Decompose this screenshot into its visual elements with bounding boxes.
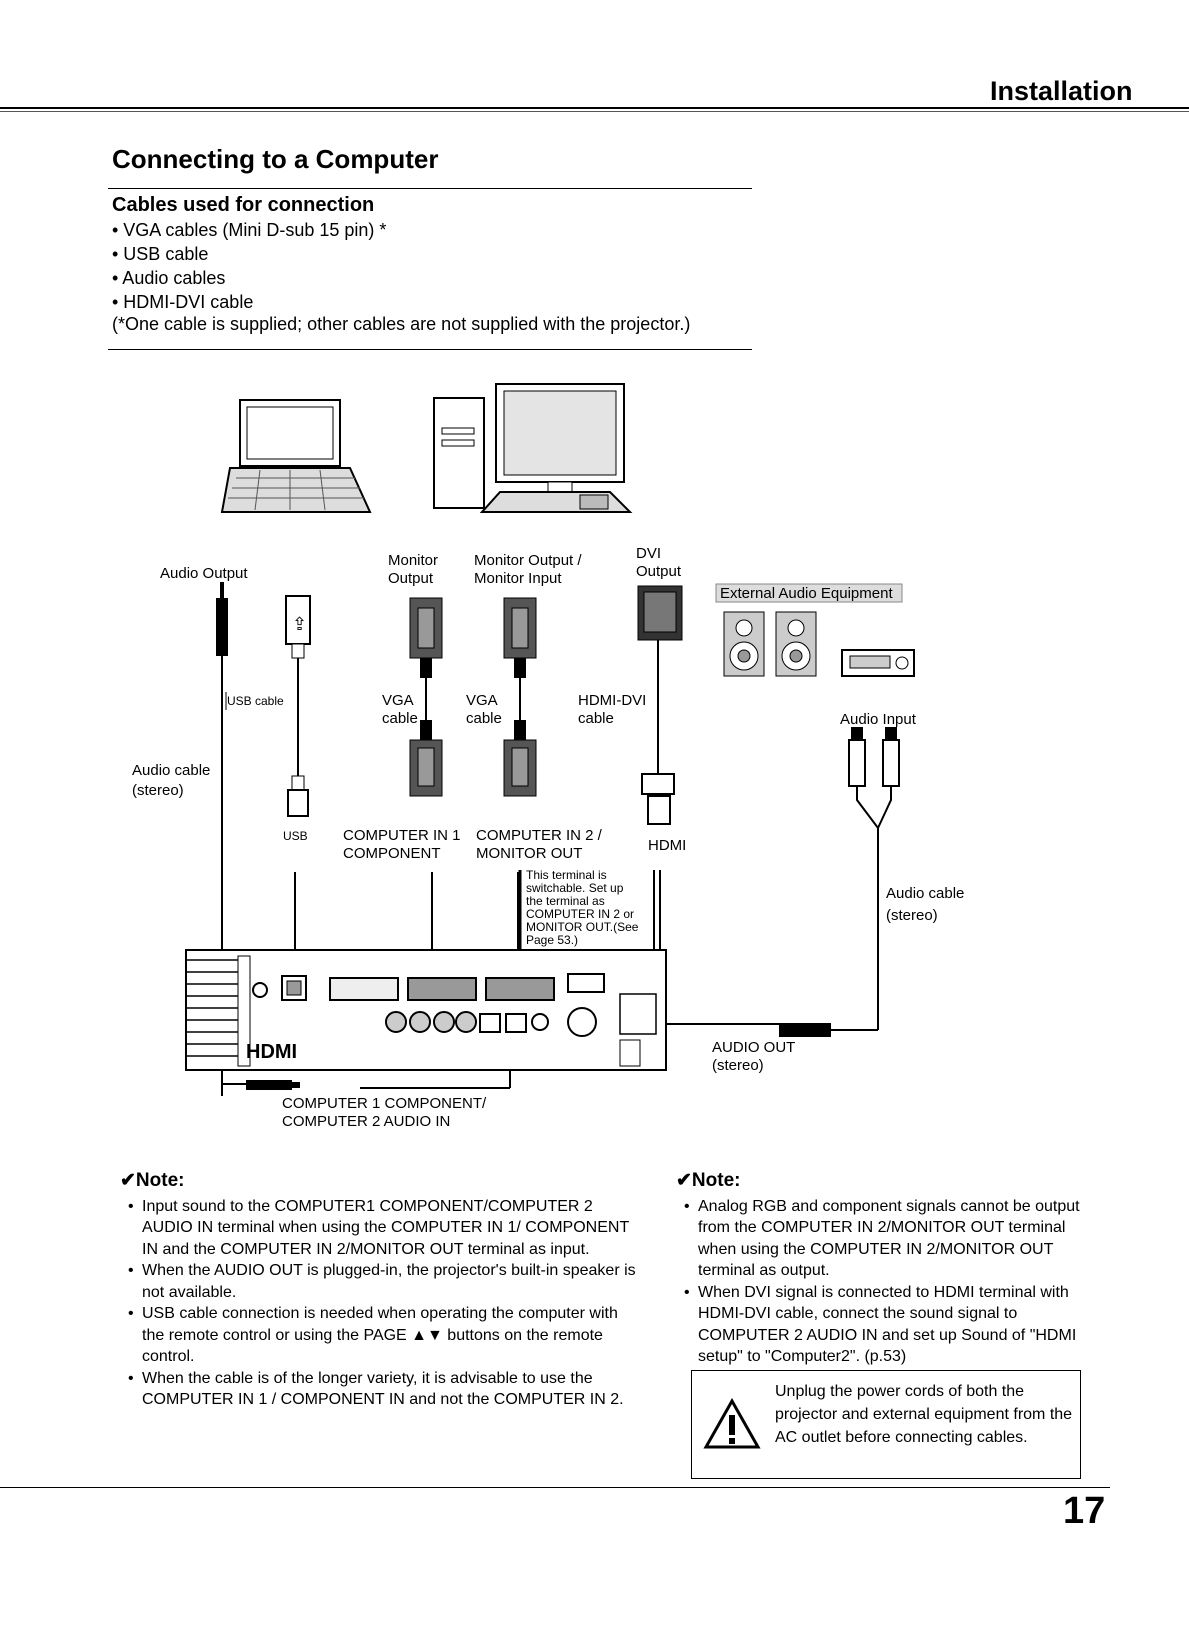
dvi-plug (637, 585, 683, 825)
dvi-output-label: Output (636, 563, 682, 580)
vga-plug-1 (409, 597, 443, 797)
audio-output-label: Audio Output (160, 565, 248, 582)
hdmi-dvi-cable-label: cable (578, 710, 614, 727)
vga-cable-1-label: VGA (382, 692, 414, 709)
monitor-output-label: Output (388, 570, 434, 587)
external-audio-equipment: External Audio Equipment (715, 583, 915, 677)
footer-rule (0, 1487, 1110, 1488)
note-right-item: When DVI signal is connected to HDMI ter… (676, 1282, 1080, 1368)
cable-item: • HDMI-DVI cable (112, 292, 254, 312)
warning-box (691, 1370, 1081, 1479)
computer-audio-in-label: COMPUTER 2 AUDIO IN (282, 1113, 450, 1130)
svg-text:COMPUTER IN 2 or: COMPUTER IN 2 or (526, 907, 634, 921)
hdmi-terminal-label: HDMI (648, 837, 686, 854)
svg-text:switchable. Set up: switchable. Set up (526, 881, 624, 895)
audio-cable-right-label: Audio cable (886, 885, 964, 902)
section-header: Installation (990, 76, 1133, 106)
usb-terminal-label: USB (283, 829, 308, 843)
computer-audio-in-label: COMPUTER 1 COMPONENT/ (282, 1095, 487, 1112)
audio-cable-right-label: (stereo) (886, 907, 938, 924)
computer-in-2-label: MONITOR OUT (476, 845, 582, 862)
vga-cable-1-label: cable (382, 710, 418, 727)
rca-plugs (779, 727, 900, 1037)
svg-text:MONITOR OUT.(See: MONITOR OUT.(See (526, 920, 639, 934)
audio-cable-left-label: (stereo) (132, 782, 184, 799)
projector-rear-panel: HDMI (185, 949, 667, 1071)
note-right-item: Analog RGB and component signals cannot … (676, 1196, 1080, 1282)
external-audio-label: External Audio Equipment (720, 585, 893, 602)
title-rule (108, 188, 752, 189)
note-left-item: When the AUDIO OUT is plugged-in, the pr… (120, 1260, 640, 1303)
audio-out-label: (stereo) (712, 1057, 764, 1074)
cable-item: • USB cable (112, 244, 209, 264)
audio-cable-left-label: Audio cable (132, 762, 210, 779)
dvi-output-label: DVI (636, 545, 661, 562)
warning-icon (703, 1398, 761, 1449)
usb-plug-bottom (287, 775, 309, 817)
svg-text:the terminal as: the terminal as (526, 894, 605, 908)
cables-footnote: (*One cable is supplied; other cables ar… (112, 314, 691, 334)
page-number: 17 (1063, 1490, 1106, 1532)
vga-plug-2 (503, 597, 537, 797)
usb-cable-label: USB cable (227, 694, 284, 708)
note-left-title: ✔Note: (120, 1170, 185, 1191)
note-right-title: ✔Note: (676, 1170, 741, 1191)
switchable-note: This terminal is switchable. Set up the … (526, 868, 639, 947)
monitor-output-input-label: Monitor Input (474, 570, 562, 587)
vga-cable-2-label: VGA (466, 692, 498, 709)
audio-plug-bottom (246, 1080, 300, 1090)
connection-diagram: Audio Output Monitor Output Monitor Outp… (132, 383, 964, 1130)
note-left-item: USB cable connection is needed when oper… (120, 1303, 640, 1368)
note-left: ✔Note: Input sound to the COMPUTER1 COMP… (120, 1170, 640, 1411)
audio-input-label: Audio Input (840, 711, 917, 728)
vga-cable-2-label: cable (466, 710, 502, 727)
computer-in-1-label: COMPONENT (343, 845, 441, 862)
svg-text:⇪: ⇪ (292, 614, 307, 634)
monitor-output-label: Monitor (388, 552, 438, 569)
note-right: ✔Note: Analog RGB and component signals … (676, 1170, 1080, 1368)
usb-plug-top: ⇪ (285, 595, 311, 659)
audio-out-label: AUDIO OUT (712, 1039, 795, 1056)
svg-text:This terminal is: This terminal is (526, 868, 607, 882)
computer-in-2-label: COMPUTER IN 2 / (476, 827, 603, 844)
note-left-item: Input sound to the COMPUTER1 COMPONENT/C… (120, 1196, 640, 1261)
cable-list: • VGA cables (Mini D-sub 15 pin) * • USB… (112, 218, 386, 314)
monitor-output-input-label: Monitor Output / (474, 552, 582, 569)
cable-item: • Audio cables (112, 268, 226, 288)
svg-text:Page 53.): Page 53.) (526, 933, 578, 947)
header-rule (0, 107, 1189, 109)
desktop-illustration (433, 383, 633, 513)
hdmi-dvi-cable-label: HDMI-DVI (578, 692, 646, 709)
note-left-item: When the cable is of the longer variety,… (120, 1368, 640, 1411)
cables-heading: Cables used for connection (112, 194, 375, 216)
panel-hdmi-logo: HDMI (246, 1041, 297, 1063)
cable-item: • VGA cables (Mini D-sub 15 pin) * (112, 220, 387, 240)
header-rule-thin (0, 111, 1189, 112)
audio-plug-top (216, 582, 228, 656)
warning-text: Unplug the power cords of both the proje… (775, 1383, 1073, 1446)
computer-in-1-label: COMPUTER IN 1 (343, 827, 461, 844)
laptop-illustration (220, 399, 372, 513)
cables-rule (108, 349, 752, 350)
page-title: Connecting to a Computer (112, 144, 439, 174)
